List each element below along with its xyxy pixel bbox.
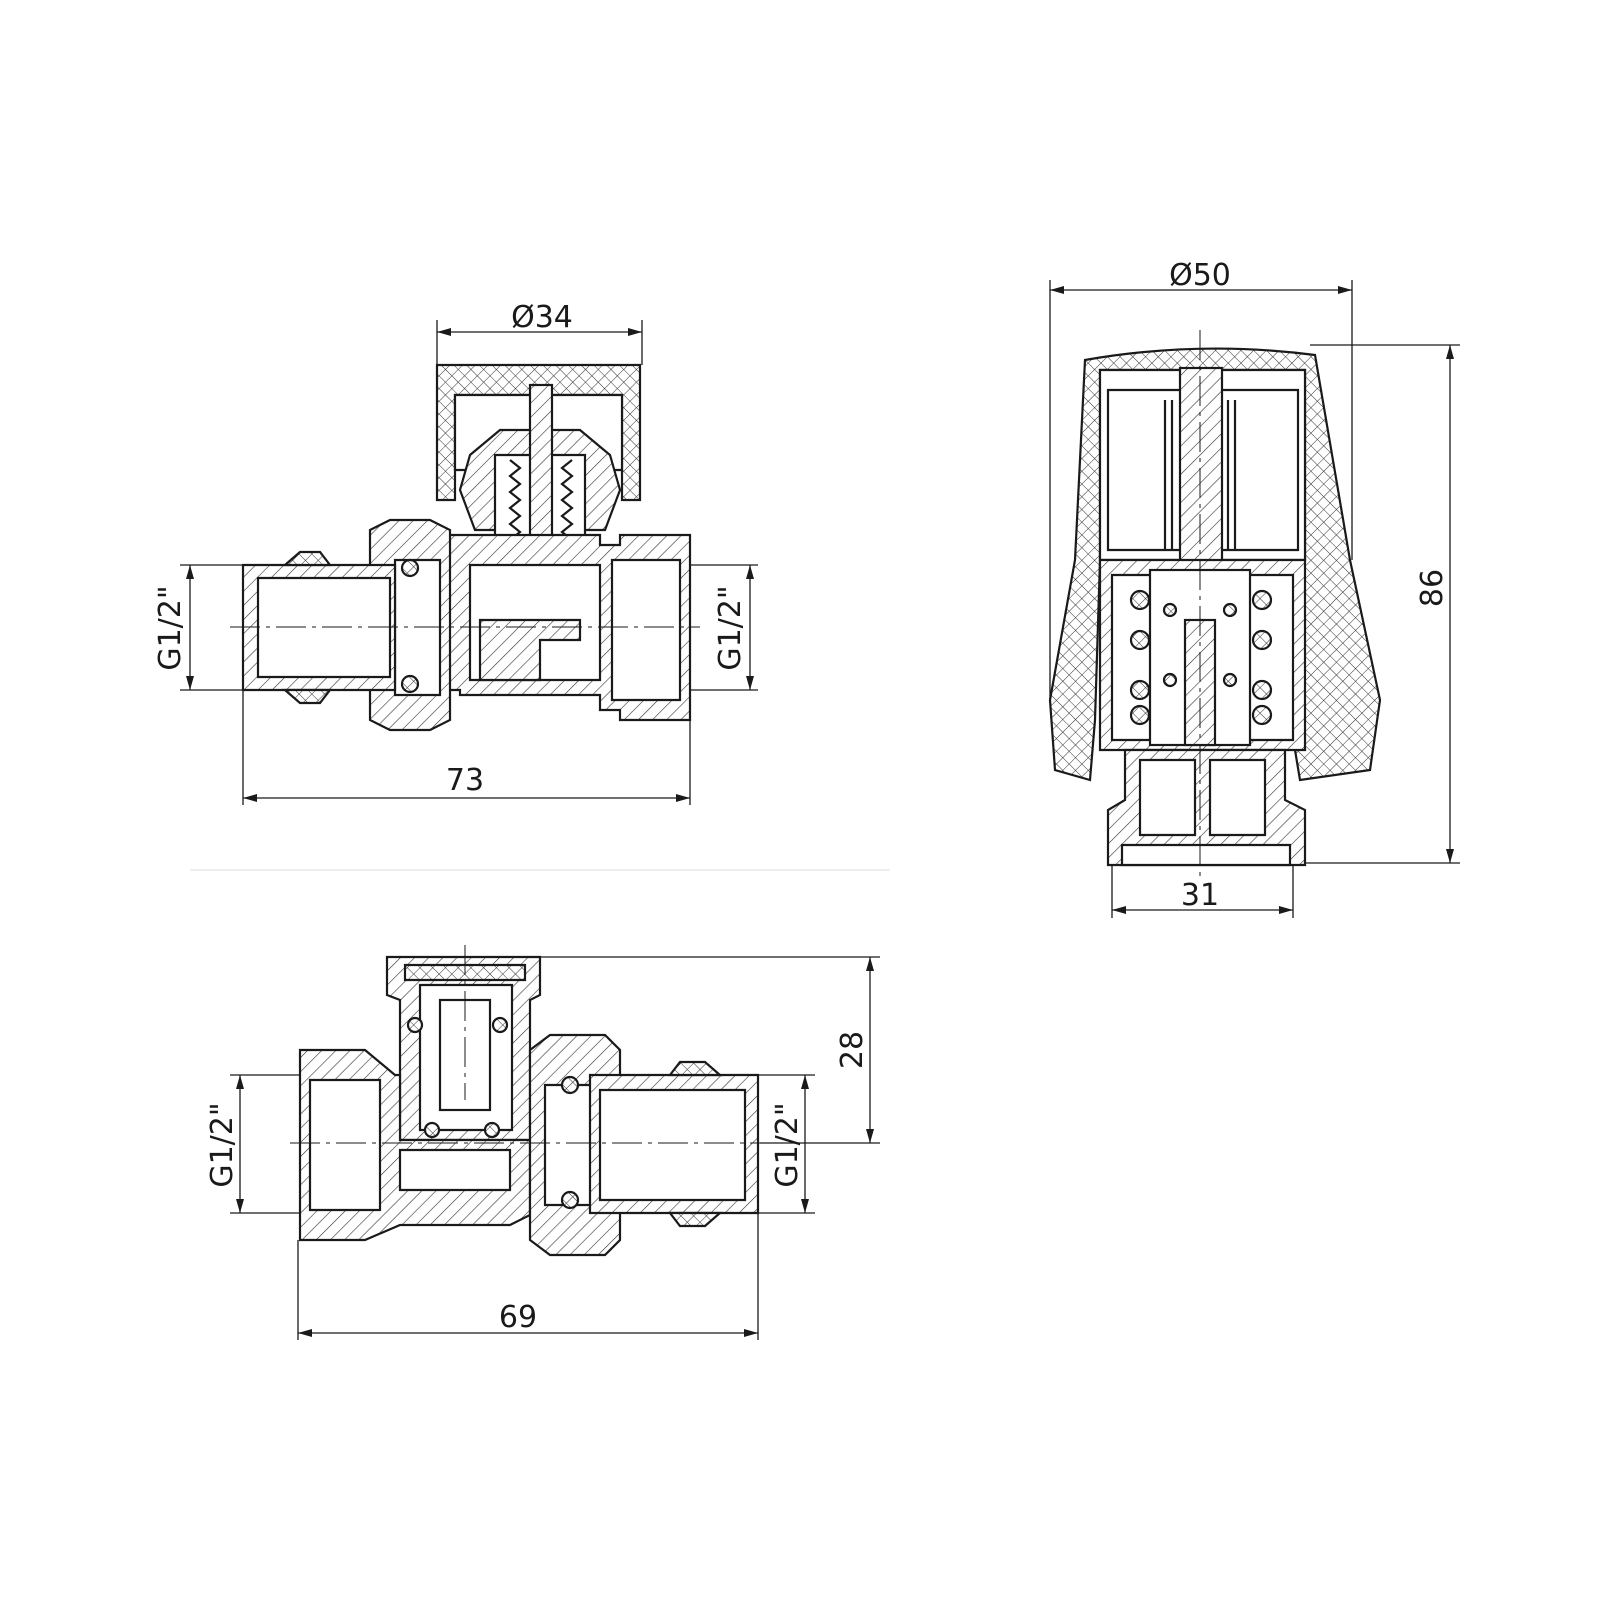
dim-base-width: 31 [1181, 878, 1219, 913]
dim-length-bottom: 69 [499, 1300, 537, 1335]
coil-springs [1129, 589, 1273, 726]
dimensions-top-valve: Ø34 73 G1/2" G1/2" [153, 300, 758, 805]
straight-valve-top-section [230, 363, 700, 732]
dim-thread-left-bottom: G1/2" [205, 1102, 240, 1187]
dim-length: 73 [446, 763, 484, 798]
straight-valve-bottom-section [290, 945, 770, 1257]
spring [508, 459, 574, 549]
head-spindle [1178, 366, 1224, 570]
dim-thread-left: G1/2" [153, 585, 188, 670]
dim-handle-diameter: Ø34 [511, 300, 573, 335]
dimensions-thermostatic-head: Ø50 86 31 [1049, 258, 1460, 918]
dim-cap-height: 28 [835, 1031, 870, 1069]
dim-thread-right: G1/2" [713, 585, 748, 670]
dim-head-diameter: Ø50 [1169, 258, 1231, 293]
dim-thread-right-bottom: G1/2" [770, 1102, 805, 1187]
bellows [1163, 400, 1237, 550]
dimensions-bottom-valve: 28 69 G1/2" G1/2" [205, 956, 880, 1340]
dim-head-height: 86 [1415, 569, 1450, 607]
thermostatic-head-section [1048, 330, 1382, 880]
